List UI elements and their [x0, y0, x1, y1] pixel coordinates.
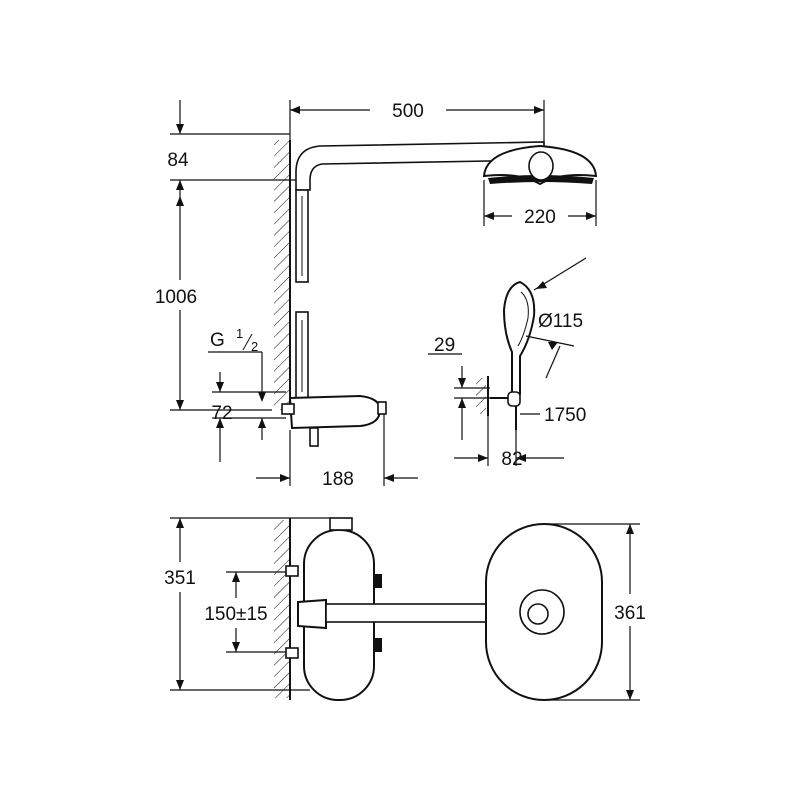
side-view: 500 84 1006 G 1 2 72 [155, 100, 598, 490]
dim-72-arrow-right [258, 418, 266, 428]
dim-150-arrow-bottom [232, 642, 240, 652]
dim-115-line-tail [545, 345, 561, 379]
hand-shower-body [502, 280, 536, 395]
dim-82-label: 82 [501, 449, 522, 470]
hand-shower-holder [507, 391, 521, 407]
head-shower-top-hub-inner [527, 603, 549, 625]
thread-g-label: G [210, 330, 225, 351]
dim-72-arrow-top [216, 382, 224, 392]
dim-188-label: 188 [322, 469, 354, 490]
thread-fraction-slash [242, 333, 253, 351]
dim-150-label: 150±15 [204, 604, 267, 625]
thermostat-connector [281, 403, 295, 415]
arm-top [297, 598, 327, 630]
dim-29-label: 29 [434, 335, 455, 356]
dim-115-line-bottom [525, 335, 575, 347]
dim-84-label: 84 [167, 150, 189, 171]
thermostat-inlet-pipe [309, 427, 319, 447]
dim-188-arrow-right [384, 474, 394, 482]
inlet-lower [285, 647, 299, 659]
hand-shower-face [517, 291, 529, 347]
thermostat-side [288, 394, 382, 430]
dim-1006-label: 1006 [155, 287, 197, 308]
dim-1006-arrow-top [176, 196, 184, 206]
dim-72-arrow-bottom [216, 418, 224, 428]
thermostat-top-cap [329, 517, 353, 531]
dim-361-arrow-top [626, 524, 634, 534]
dim-361-label: 361 [614, 603, 646, 624]
dim-29-arrow-top [458, 378, 466, 388]
dim-29-arrow-bottom [458, 398, 466, 408]
inlet-upper [285, 565, 299, 577]
dim-361-arrow-bottom [626, 690, 634, 700]
dim-84-arrow-top [176, 124, 184, 134]
wall-hatch-top [274, 520, 290, 698]
dim-84-arrow-bottom [176, 180, 184, 190]
dim-115-arrow-top [536, 281, 547, 289]
head-shower-hub [528, 151, 554, 181]
thermostat-knob-upper [374, 574, 382, 588]
dim-72-label: 72 [211, 403, 232, 424]
dim-188-arrow-left [280, 474, 290, 482]
dim-500-arrow-left [290, 106, 300, 114]
thread-den-label: 2 [251, 339, 258, 354]
dim-220-label: 220 [524, 207, 556, 228]
dim-150-arrow-top [232, 572, 240, 582]
dim-351-arrow-bottom [176, 680, 184, 690]
dim-1750-label: 1750 [544, 405, 586, 426]
dim-82-arrow-right [516, 454, 526, 462]
dim-500-label: 500 [392, 101, 424, 122]
dim-1006-arrow-bottom [176, 400, 184, 410]
thermostat-knob-lower [374, 638, 382, 652]
dim-220-arrow-right [586, 212, 596, 220]
dim-351-arrow-top [176, 518, 184, 528]
dim-220-arrow-left [484, 212, 494, 220]
thread-leader-arrow [258, 392, 266, 402]
dim-115-label: Ø115 [538, 311, 583, 332]
hand-shower-view: Ø115 29 1750 82 [428, 257, 587, 470]
thread-num-label: 1 [236, 326, 243, 341]
top-view: 351 150±15 361 [164, 517, 646, 701]
wall-hatch-hand [476, 378, 486, 414]
dim-82-arrow-left [478, 454, 488, 462]
dim-500-arrow-right [534, 106, 544, 114]
thermostat-knob [377, 401, 387, 415]
dim-351-label: 351 [164, 568, 196, 589]
dim-115-arrow-bottom [548, 342, 558, 350]
wall-hatch-side [274, 140, 290, 410]
